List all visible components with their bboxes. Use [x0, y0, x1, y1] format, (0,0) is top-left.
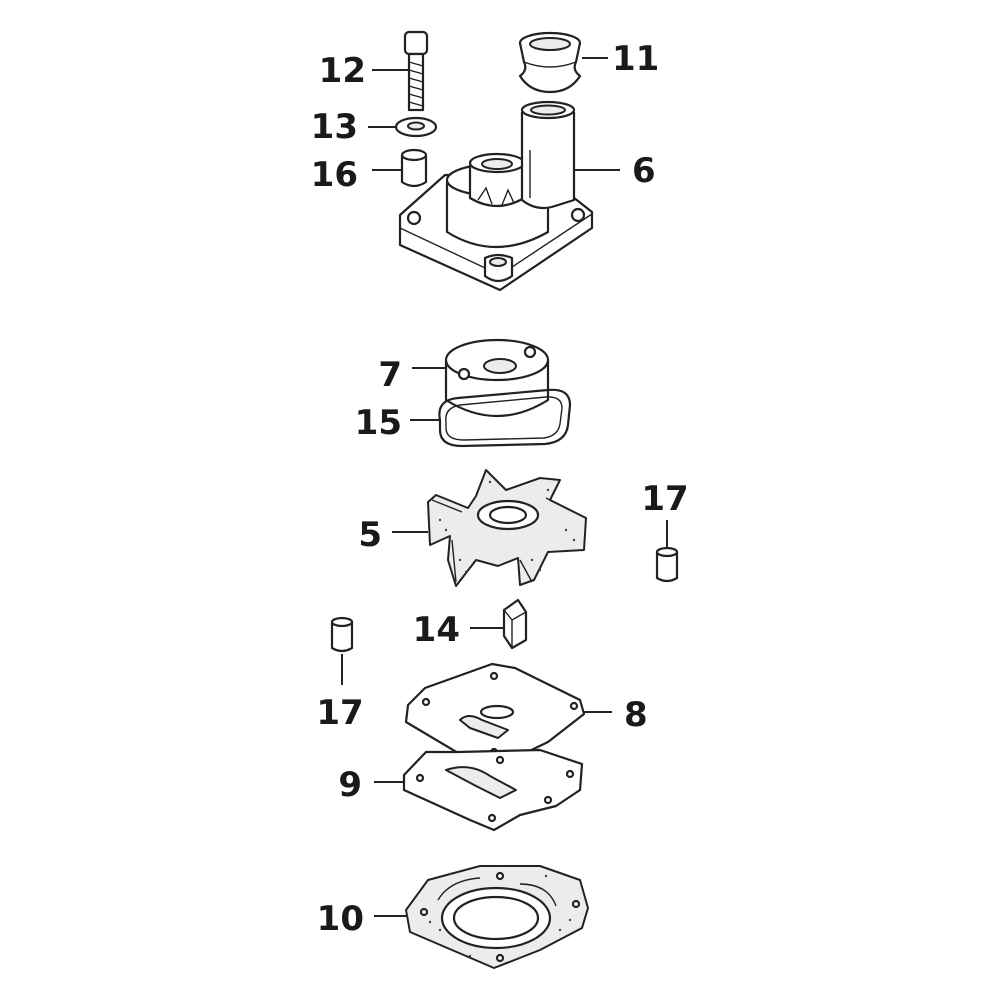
part-16-collar [400, 148, 428, 188]
part-6-pump-housing [398, 100, 594, 292]
leader-lines [341, 57, 668, 917]
part-17-dowel-pin-left [330, 616, 354, 653]
callout-11: 11 [612, 39, 659, 79]
callout-7: 7 [378, 355, 402, 395]
part-7-impeller-housing [444, 338, 550, 417]
part-14-key [502, 598, 528, 650]
callout-10: 10 [317, 899, 364, 939]
callout-16: 16 [311, 155, 358, 195]
callout-17a: 17 [641, 479, 688, 519]
part-15-seal-ring [438, 388, 572, 448]
callout-13: 13 [311, 107, 358, 147]
part-17-dowel-pin-right [655, 546, 679, 583]
callout-14: 14 [413, 610, 460, 650]
part-12-bolt [403, 30, 429, 112]
callout-12: 12 [319, 51, 366, 91]
callout-17b: 17 [316, 693, 363, 733]
part-11-grommet [518, 31, 582, 94]
callout-6: 6 [632, 151, 656, 191]
callout-8: 8 [624, 695, 648, 735]
callout-15: 15 [355, 403, 402, 443]
part-5-impeller [427, 469, 587, 587]
callout-9: 9 [338, 765, 362, 805]
part-13-washer [394, 116, 438, 138]
part-9-gasket [402, 748, 584, 832]
callout-5: 5 [358, 515, 382, 555]
callout-labels: 12 11 13 16 6 7 15 17 5 14 17 8 9 10 [311, 39, 689, 939]
part-10-base-gasket [405, 865, 589, 969]
